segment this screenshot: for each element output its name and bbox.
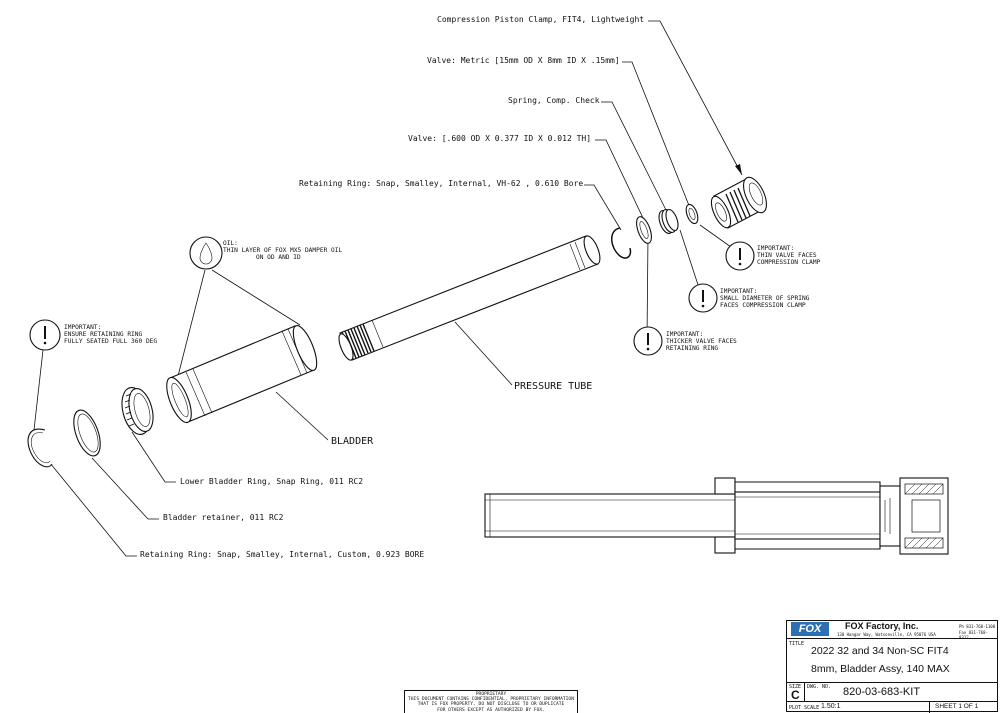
proprietary-notice: PROPRIETARY THIS DOCUMENT CONTAINS CONFI… — [404, 690, 578, 713]
thicker-valve-note: IMPORTANT: THICKER VALVE FACES RETAINING… — [633, 326, 737, 356]
oil-note-line3: ON OD AND ID — [256, 254, 301, 261]
company-address: 130 Hangar Way, Watsonville, CA 95076 US… — [837, 632, 936, 637]
proprietary-line2: THIS DOCUMENT CONTAINS CONFIDENTIAL, PRO… — [408, 697, 574, 703]
thin-valve-note: IMPORTANT: THIN VALVE FACES COMPRESSION … — [725, 241, 821, 271]
exclamation-icon — [701, 290, 705, 308]
lower-bladder-ring — [121, 387, 154, 435]
proprietary-line4: FOR OTHERS EXCEPT AS AUTHORIZED BY FOX. — [437, 707, 545, 713]
exclamation-icon — [43, 326, 47, 345]
title-line2: 8mm, Bladder Assy, 140 MAX — [811, 663, 950, 675]
callout-bladder-retainer: Bladder retainer, 011 RC2 — [163, 513, 284, 522]
exclamation-icon — [646, 333, 650, 351]
dwg-row: SIZE C DWG. NO. 820-03-683-KIT — [787, 683, 997, 702]
thin-valve-note-line3: COMPRESSION CLAMP — [757, 259, 821, 266]
callout-valve-metric: Valve: Metric [15mm OD X 8mm ID X .15mm] — [427, 56, 620, 65]
callout-compression-piston-clamp: Compression Piston Clamp, FIT4, Lightwei… — [437, 15, 644, 24]
bladder-retainer — [73, 409, 101, 457]
exclamation-icon — [738, 248, 742, 266]
scale-row: PLOT SCALE 1.50:1 SHEET 1 OF 1 — [787, 702, 997, 713]
compression-piston-clamp — [710, 176, 767, 229]
proprietary-line3: THAT IS FOX PROPERTY. DO NOT DISCLOSE TO… — [417, 702, 565, 708]
pressure-tube — [338, 235, 601, 361]
sheet-number: SHEET 1 OF 1 — [935, 703, 979, 710]
comp-check-spring — [658, 208, 679, 235]
valve-metric — [685, 203, 699, 225]
callout-retaining-ring-vh62: Retaining Ring: Snap, Smalley, Internal,… — [299, 179, 583, 188]
oil-drop-icon — [199, 242, 213, 265]
upper-retaining-ring — [611, 227, 632, 259]
thicker-valve-note-line3: RETAINING RING — [666, 345, 718, 352]
section-view — [484, 477, 949, 555]
spring-diameter-note: IMPORTANT: SMALL DIAMETER OF SPRING FACE… — [688, 283, 810, 313]
oil-note: OIL: THIN LAYER OF FOX MX5 DAMPER OIL ON… — [189, 236, 342, 270]
thicker-valve-note-line2: THICKER VALVE FACES — [666, 338, 737, 345]
retaining-ring-note-line1: IMPORTANT: — [64, 324, 101, 331]
callout-valve-600: Valve: [.600 OD X 0.377 ID X 0.012 TH] — [408, 134, 591, 143]
fox-logo: FOX — [791, 622, 829, 636]
thin-valve-note-line2: THIN VALVE FACES — [757, 252, 817, 259]
proprietary-line1: PROPRIETARY — [475, 692, 507, 697]
retaining-ring-note-line3: FULLY SEATED FULL 360 DEG — [64, 338, 157, 345]
thicker-valve-note-line1: IMPORTANT: — [666, 331, 703, 338]
dwg-number: 820-03-683-KIT — [843, 686, 921, 698]
title-line1: 2022 32 and 34 Non-SC FIT4 — [811, 645, 949, 657]
company-name: FOX Factory, Inc. — [845, 621, 919, 631]
callout-lower-bladder-ring: Lower Bladder Ring, Snap Ring, 011 RC2 — [180, 477, 363, 486]
callout-retaining-ring-custom: Retaining Ring: Snap, Smalley, Internal,… — [140, 550, 424, 559]
size-label: SIZE — [789, 684, 802, 690]
company-row: FOX FOX Factory, Inc. 130 Hangar Way, Wa… — [787, 621, 997, 640]
oil-note-line1: OIL: — [223, 240, 238, 247]
dwg-label: DWG. NO. — [807, 684, 832, 690]
retaining-ring-note: IMPORTANT: ENSURE RETAINING RING FULLY S… — [29, 319, 157, 351]
valve-600 — [636, 216, 652, 244]
thin-valve-note-line1: IMPORTANT: — [757, 245, 794, 252]
callout-bladder: BLADDER — [331, 436, 374, 447]
callout-pressure-tube: PRESSURE TUBE — [514, 381, 592, 392]
title-label: TITLE — [789, 641, 805, 647]
size-value: C — [791, 688, 800, 702]
title-row: TITLE 2022 32 and 34 Non-SC FIT4 8mm, Bl… — [787, 639, 997, 683]
company-fax: Fax 831-768-9312 — [959, 630, 988, 640]
spring-note-line1: IMPORTANT: — [720, 288, 757, 295]
scale-value: 1.50:1 — [821, 703, 841, 710]
callout-spring-comp-check: Spring, Comp. Check — [508, 96, 600, 105]
company-phone: Ph 831-768-1100 — [959, 624, 996, 629]
retaining-ring-note-line2: ENSURE RETAINING RING — [64, 331, 143, 338]
spring-note-line3: FACES COMPRESSION CLAMP — [720, 302, 806, 309]
lower-retaining-ring — [27, 428, 53, 468]
bladder — [166, 324, 318, 424]
spring-note-line2: SMALL DIAMETER OF SPRING — [720, 295, 810, 302]
scale-label: PLOT SCALE — [789, 705, 820, 711]
oil-note-line2: THIN LAYER OF FOX MX5 DAMPER OIL — [223, 247, 342, 254]
title-block: FOX FOX Factory, Inc. 130 Hangar Way, Wa… — [786, 620, 998, 713]
